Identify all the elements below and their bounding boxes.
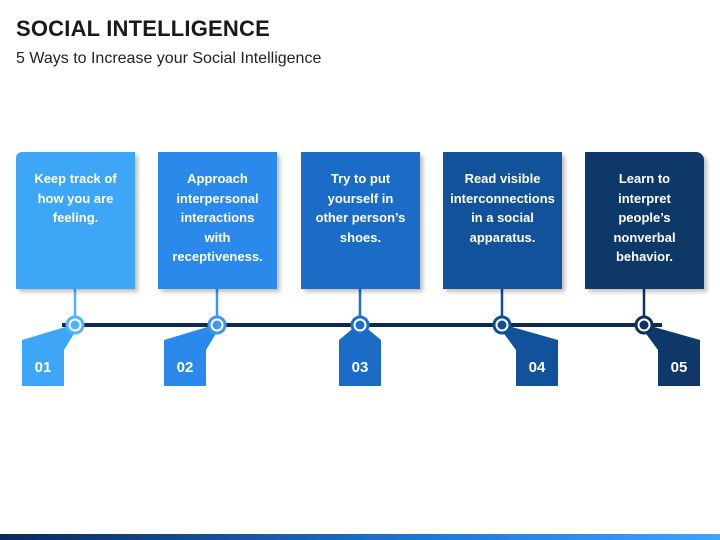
step-number-3: 03 (339, 350, 381, 386)
page-subtitle: 5 Ways to Increase your Social Intellige… (16, 50, 322, 67)
step-flap-4 (499, 325, 558, 350)
step-node-dot-3 (355, 320, 365, 330)
step-card-3: Try to put yourself in other person’s sh… (301, 152, 420, 289)
step-flap-2 (164, 325, 220, 350)
step-node-dot-5 (639, 320, 649, 330)
step-number-1: 01 (22, 350, 64, 386)
step-number-2: 02 (164, 350, 206, 386)
step-card-4: Read visible interconnections in a socia… (443, 152, 562, 289)
page-title: SOCIAL INTELLIGENCE (16, 16, 270, 41)
step-text-3: Try to put yourself in other person’s sh… (315, 171, 406, 245)
step-flap-1 (22, 325, 78, 350)
step-node-dot-4 (497, 320, 507, 330)
step-flap-3 (339, 325, 381, 350)
step-text-1: Keep track of how you are feeling. (34, 171, 117, 225)
step-card-5: Learn to interpret people’s nonverbal be… (585, 152, 704, 289)
step-card-1: Keep track of how you are feeling. (16, 152, 135, 289)
step-text-4: Read visible interconnections in a socia… (450, 171, 555, 245)
step-number-5: 05 (658, 350, 700, 386)
step-text-2: Approach interpersonal interactions with… (172, 171, 263, 264)
step-node-dot-2 (212, 320, 222, 330)
step-number-4: 04 (516, 350, 558, 386)
step-flap-5 (641, 325, 700, 350)
step-card-2: Approach interpersonal interactions with… (158, 152, 277, 289)
step-text-5: Learn to interpret people’s nonverbal be… (613, 171, 676, 264)
bottom-accent-bar (0, 534, 720, 540)
step-node-dot-1 (70, 320, 80, 330)
